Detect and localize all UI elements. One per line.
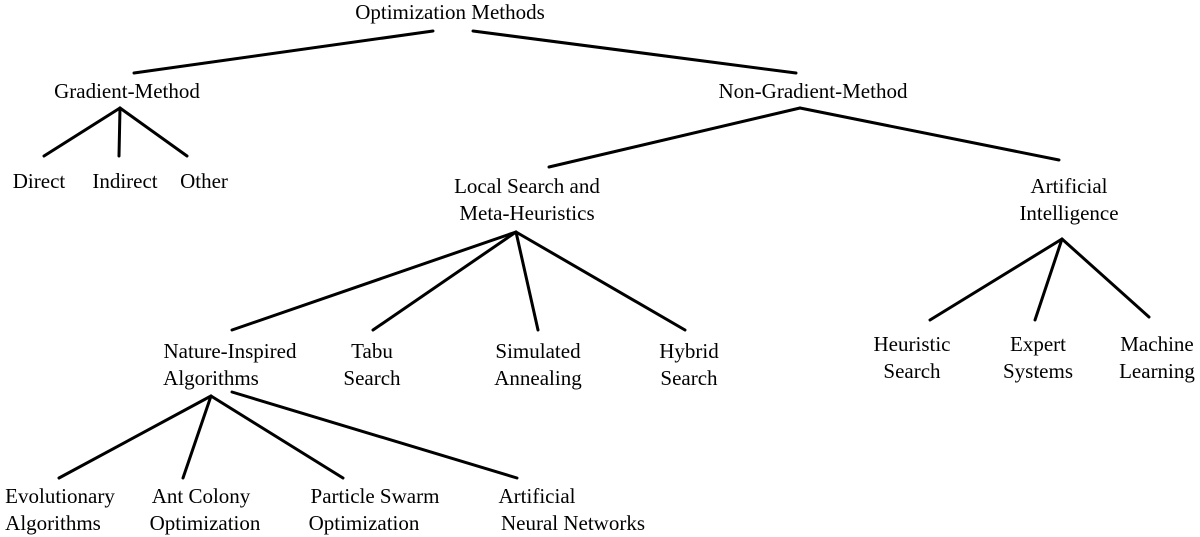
node-non-gradient-method: Non-Gradient-Method	[719, 79, 908, 103]
node-ai-line2: Intelligence	[1019, 201, 1118, 225]
node-heuristic-line1: Heuristic	[874, 332, 951, 356]
node-other: Other	[180, 169, 228, 193]
node-hybrid-line1: Hybrid	[659, 339, 719, 363]
edge-nature-ant-colony	[181, 394, 213, 480]
connector-lines	[42, 29, 1151, 480]
edge-nature-evolutionary	[57, 394, 213, 480]
edge-local-simulated	[514, 230, 540, 332]
edge-non-gradient-ai	[798, 106, 1061, 162]
node-root: Optimization Methods	[355, 0, 545, 24]
node-evolutionary-line1: Evolutionary	[5, 484, 115, 508]
edge-local-nature	[230, 230, 518, 332]
node-ann-line2: Neural Networks	[501, 511, 645, 535]
node-expert-line2: Systems	[1003, 359, 1073, 383]
node-ann-line1: Artificial	[499, 484, 576, 508]
node-expert-line1: Expert	[1010, 332, 1066, 356]
edge-root-gradient	[132, 29, 435, 75]
node-hybrid-line2: Search	[660, 366, 718, 390]
node-heuristic-line2: Search	[883, 359, 941, 383]
node-particle-swarm-line1: Particle Swarm	[311, 484, 440, 508]
node-tabu-line2: Search	[343, 366, 401, 390]
edge-nature-particle	[209, 394, 345, 480]
node-evolutionary-line2: Algorithms	[5, 511, 101, 535]
edge-nature-ann	[230, 390, 519, 480]
node-ant-colony-line2: Optimization	[150, 511, 261, 535]
node-ant-colony-line1: Ant Colony	[152, 484, 251, 508]
edge-root-non-gradient	[471, 29, 798, 75]
edge-non-gradient-local-search	[547, 106, 802, 169]
node-direct: Direct	[13, 169, 66, 193]
node-local-search-line1: Local Search and	[454, 174, 600, 198]
edge-ai-expert	[1033, 237, 1064, 322]
edge-ai-machine	[1060, 237, 1151, 319]
node-tabu-line1: Tabu	[351, 339, 393, 363]
node-indirect: Indirect	[92, 169, 157, 193]
edge-gradient-indirect	[117, 106, 122, 158]
edge-local-hybrid	[514, 230, 687, 332]
node-machine-line1: Machine	[1120, 332, 1193, 356]
node-labels: Optimization Methods Gradient-Method Dir…	[5, 0, 1195, 535]
edge-ai-heuristic	[928, 237, 1064, 322]
node-ai-line1: Artificial	[1031, 174, 1108, 198]
node-simulated-line1: Simulated	[495, 339, 581, 363]
node-gradient-method: Gradient-Method	[54, 79, 200, 103]
node-nature-inspired-line1: Nature-Inspired	[164, 339, 297, 363]
node-nature-inspired-line2: Algorithms	[163, 366, 259, 390]
node-simulated-line2: Annealing	[494, 366, 582, 390]
edge-local-tabu	[371, 230, 518, 332]
node-particle-swarm-line2: Optimization	[309, 511, 420, 535]
node-local-search-line2: Meta-Heuristics	[459, 201, 594, 225]
edge-gradient-other	[118, 106, 189, 158]
node-machine-line2: Learning	[1119, 359, 1195, 383]
edge-gradient-direct	[42, 106, 122, 158]
